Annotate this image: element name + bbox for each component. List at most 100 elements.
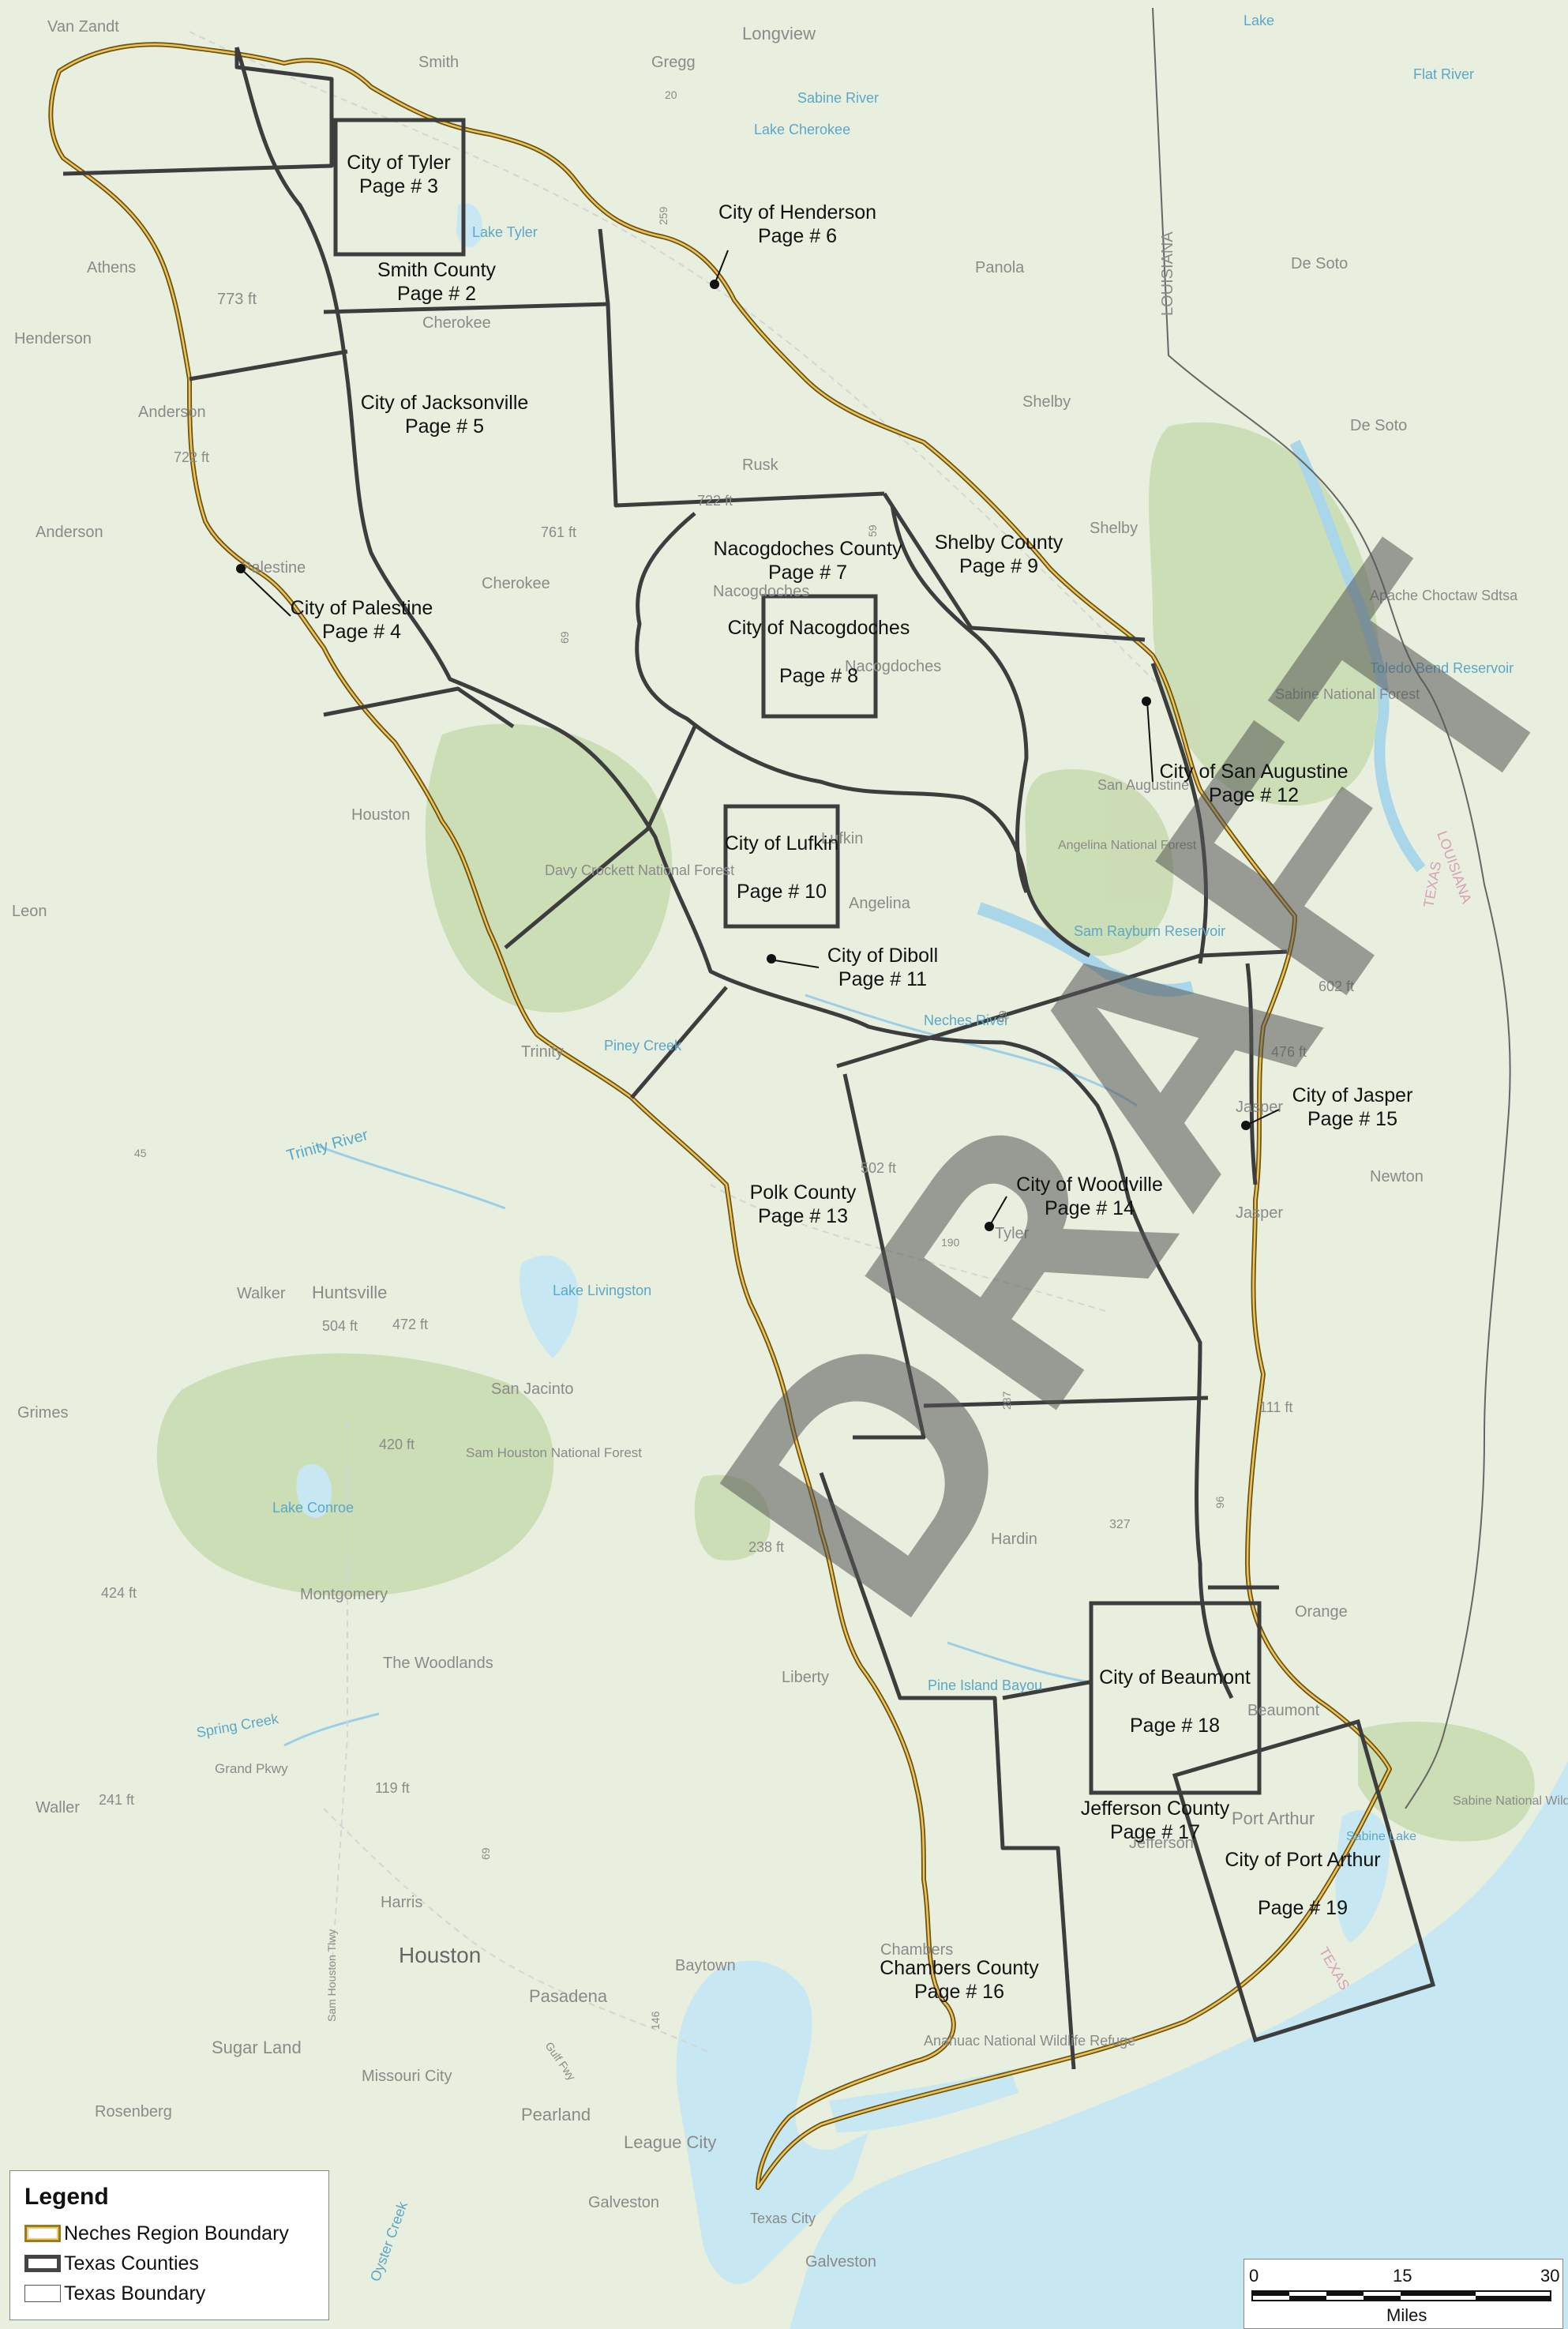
- henderson-dot: [710, 280, 719, 289]
- base-label: Beaumont: [1247, 1702, 1320, 1719]
- scale-tick-label: 30: [1540, 2266, 1560, 2286]
- base-label: 69: [558, 631, 571, 644]
- page-index-boxes: [333, 118, 1436, 2043]
- page-label-name: Nacogdoches County: [713, 538, 902, 560]
- page-label-page: Page # 15: [1307, 1108, 1397, 1130]
- base-label: 146: [649, 2011, 662, 2030]
- page-label-name: City of Tyler: [347, 152, 451, 174]
- base-label: De Soto: [1291, 255, 1348, 272]
- base-label: 602 ft: [1319, 979, 1354, 994]
- neches-region-boundary-fill: [50, 43, 1391, 2189]
- base-label: Harris: [381, 1894, 422, 1911]
- page-label-san-augustine: City of San Augustine Page # 12: [1159, 761, 1348, 806]
- base-label: 259: [657, 206, 670, 225]
- page-label-nacogdoches-county: Nacogdoches County Page # 7: [713, 538, 902, 584]
- neches-boundary-swatch: [24, 2225, 61, 2242]
- location-dots: [236, 280, 1251, 1231]
- base-label: Huntsville: [312, 1283, 387, 1302]
- lake-conroe: [296, 1464, 332, 1518]
- base-label: 327: [1109, 1518, 1131, 1531]
- base-label: Sam Houston Tlwy: [325, 1929, 338, 2022]
- page-label-name: City of Beaumont: [1099, 1666, 1251, 1689]
- base-label: Jefferson: [1129, 1835, 1194, 1852]
- page-label-page: Page # 9: [959, 555, 1038, 577]
- base-label: Rosenberg: [95, 2103, 172, 2121]
- base-label: Lake: [1244, 13, 1274, 28]
- base-label: Anahuac National Wildlife Refuge: [924, 2033, 1135, 2049]
- base-label: 773 ft: [217, 291, 257, 308]
- basin-divides: [234, 47, 1258, 1700]
- page-label-nacogdoches: City of Nacogdoches Page # 8: [728, 617, 910, 687]
- base-label: 238 ft: [748, 1539, 784, 1555]
- base-label: Houston: [399, 1943, 481, 1967]
- base-label: Trinity: [521, 1043, 564, 1061]
- page-label-page: Page # 19: [1258, 1897, 1348, 1919]
- page-label-diboll: City of Diboll Page # 11: [827, 945, 938, 990]
- page-label-beaumont: City of Beaumont Page # 18: [1099, 1666, 1251, 1737]
- page-label-tyler: City of Tyler Page # 3: [347, 152, 451, 197]
- legend: Legend Neches Region Boundary Texas Coun…: [9, 2170, 329, 2320]
- base-label: 99: [996, 1010, 1009, 1023]
- page-label-smith-county: Smith County Page # 2: [377, 259, 497, 305]
- leader-lines: [240, 250, 1280, 1227]
- base-label: 472 ft: [392, 1317, 428, 1332]
- page-label-page: Page # 16: [914, 1981, 1004, 2003]
- base-label: Grimes: [17, 1404, 68, 1422]
- base-label: 241 ft: [99, 1792, 134, 1808]
- base-label: 761 ft: [541, 524, 576, 540]
- page-label-jasper: City of Jasper Page # 15: [1292, 1084, 1413, 1130]
- page-label-name: City of Palestine: [291, 597, 433, 619]
- page-label-page: Page # 13: [758, 1205, 848, 1227]
- page-label-name: Jefferson County: [1081, 1797, 1230, 1820]
- page-label-polk-county: Polk County Page # 13: [750, 1181, 857, 1227]
- base-label: 69: [479, 1847, 492, 1860]
- base-label: Angelina National Forest: [1058, 839, 1197, 852]
- base-label: Angelina: [849, 895, 911, 912]
- base-label: 96: [1214, 1496, 1226, 1508]
- base-label: Orange: [1295, 1603, 1348, 1621]
- texas-state-boundary: [1152, 7, 1511, 1809]
- base-label: Waller: [36, 1799, 80, 1816]
- base-label: Pearland: [521, 2105, 591, 2124]
- base-label: 20: [665, 88, 677, 101]
- base-label: LOUISIANA: [1159, 231, 1176, 316]
- page-label-shelby-county: Shelby County Page # 9: [935, 532, 1063, 577]
- base-label: Nacogdoches: [845, 658, 941, 675]
- page-label-jacksonville: City of Jacksonville Page # 5: [361, 392, 529, 438]
- base-label: Anderson: [36, 524, 103, 541]
- base-label: Port Arthur: [1232, 1809, 1315, 1828]
- page-label-page: Page # 12: [1209, 784, 1299, 806]
- page-label-page: Page # 8: [779, 665, 858, 687]
- legend-item-label: Texas Counties: [64, 2252, 199, 2275]
- legend-item-neches-boundary: Neches Region Boundary: [24, 2218, 314, 2248]
- gulf-of-mexico: [790, 1761, 1568, 2329]
- base-label: Sabine River: [797, 90, 879, 106]
- page-label-name: Chambers County: [880, 1957, 1039, 1979]
- base-label: Montgomery: [300, 1586, 388, 1603]
- county-line-swatch: [24, 2255, 61, 2272]
- page-label-name: Smith County: [377, 259, 497, 281]
- page-label-name: City of Jacksonville: [361, 392, 529, 414]
- base-label: Shelby: [1090, 520, 1138, 537]
- base-label: Toledo Bend Reservoir: [1370, 660, 1514, 676]
- base-label: Piney Creek: [604, 1038, 682, 1054]
- base-label: 119 ft: [375, 1780, 410, 1796]
- base-label: San Jacinto: [491, 1380, 574, 1398]
- base-label: Walker: [237, 1285, 286, 1302]
- base-label: Gregg: [651, 54, 696, 71]
- base-label: Grand Pkwy: [215, 1761, 288, 1776]
- page-label-name: Shelby County: [935, 532, 1063, 554]
- base-label: 502 ft: [861, 1160, 896, 1176]
- base-label: Cherokee: [422, 314, 491, 332]
- page-label-henderson: City of Henderson Page # 6: [718, 201, 876, 247]
- base-label: De Soto: [1350, 417, 1407, 434]
- base-label: 420 ft: [379, 1437, 415, 1452]
- legend-item-texas-boundary: Texas Boundary: [24, 2278, 314, 2308]
- page-label-page: Page # 18: [1130, 1715, 1220, 1737]
- base-label: Lake Conroe: [272, 1500, 354, 1516]
- page-label-page: Page # 4: [322, 621, 401, 643]
- base-label: 504 ft: [322, 1318, 358, 1334]
- legend-item-label: Neches Region Boundary: [64, 2222, 289, 2244]
- base-label: Leon: [12, 903, 47, 920]
